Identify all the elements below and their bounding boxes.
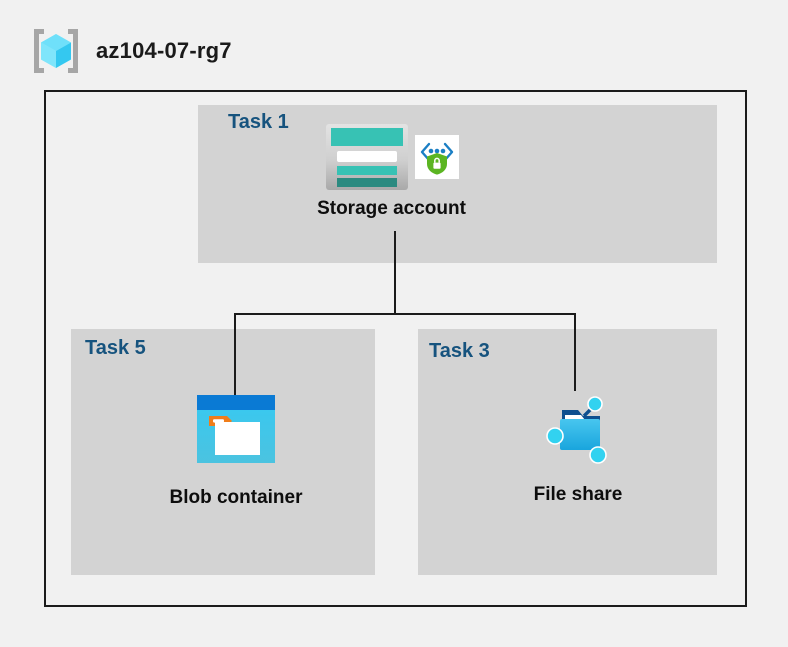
connector-junction-to-file-share xyxy=(574,313,576,391)
node-storage-account[interactable]: Storage account xyxy=(289,118,494,220)
storage-account-icon xyxy=(325,124,408,190)
node-file-share[interactable]: File share xyxy=(500,390,656,506)
node-caption-blob-container: Blob container xyxy=(169,487,303,508)
task-panel-task1 xyxy=(198,105,717,263)
resource-group-header: az104-07-rg7 xyxy=(30,26,232,76)
file-share-icon xyxy=(546,396,607,464)
task-label-task1: Task 1 xyxy=(228,111,289,133)
connector-junction-to-blob xyxy=(234,313,236,395)
blob-container-icon xyxy=(197,395,275,463)
node-caption-storage-account: Storage account xyxy=(317,198,466,219)
resource-group-name: az104-07-rg7 xyxy=(96,38,232,63)
resource-group-boundary xyxy=(44,90,747,607)
connector-storage-to-junction xyxy=(394,231,396,315)
secure-transfer-shield-icon xyxy=(414,135,459,179)
storage-account-icon-row xyxy=(325,118,459,196)
connector-junction-horizontal xyxy=(234,313,576,315)
task-panel-task3 xyxy=(418,329,717,575)
resource-group-icon xyxy=(30,26,82,76)
node-caption-file-share: File share xyxy=(533,484,623,505)
node-blob-container[interactable]: Blob container xyxy=(150,395,322,509)
task-label-task5: Task 5 xyxy=(85,337,146,359)
task-label-task3: Task 3 xyxy=(429,340,490,362)
